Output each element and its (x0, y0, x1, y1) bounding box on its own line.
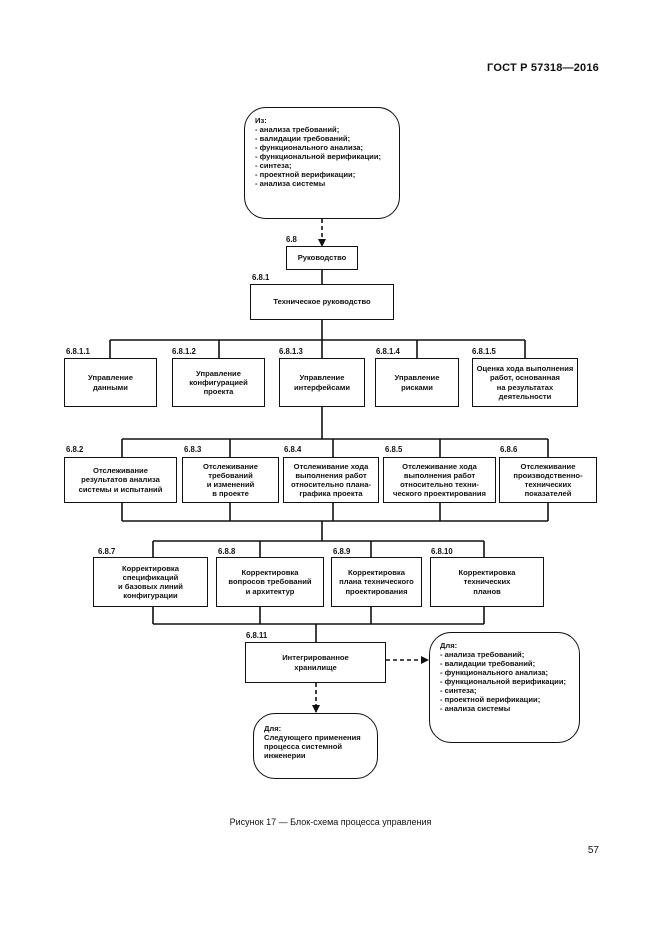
node-number: 6.8.3 (184, 445, 202, 454)
correct-technical-plans-box: Корректировка технических планов (430, 557, 544, 607)
node-number: 6.8.4 (284, 445, 302, 454)
tracking-technical-measures-box: Отслеживание производственно- технически… (499, 457, 597, 503)
next-application-box: Для: Следующего применения процесса сист… (253, 713, 378, 779)
interface-management-box: Управление интерфейсами (279, 358, 365, 407)
node-number: 6.8.7 (98, 547, 116, 556)
progress-assessment-box: Оценка хода выполнения работ, основанная… (472, 358, 578, 407)
next-line: Следующего применения (264, 733, 361, 742)
source-item: - функционального анализа; (255, 143, 364, 152)
risk-management-box: Управление рисками (375, 358, 459, 407)
node-number: 6.8.1.1 (66, 347, 90, 356)
node-number: 6.8.2 (66, 445, 84, 454)
node-number: 6.8 (286, 235, 297, 244)
target-item: - валидации требований; (440, 659, 536, 668)
node-number: 6.8.1.5 (472, 347, 496, 356)
target-item: - функциональной верификации; (440, 677, 567, 686)
next-title: Для: (264, 724, 282, 733)
node-number: 6.8.1 (252, 273, 270, 282)
configuration-management-box: Управление конфигурацией проекта (172, 358, 265, 407)
target-processes-box: Для: - анализа требований; - валидации т… (429, 632, 580, 743)
target-item: - анализа системы (440, 704, 511, 713)
target-item: - синтеза; (440, 686, 477, 695)
node-number: 6.8.6 (500, 445, 518, 454)
node-number: 6.8.8 (218, 547, 236, 556)
correct-specifications-box: Корректировка спецификаций и базовых лин… (93, 557, 208, 607)
source-item: - анализа системы (255, 179, 326, 188)
next-line: инженерии (264, 751, 306, 760)
next-line: процесса системной (264, 742, 342, 751)
correct-requirements-architecture-box: Корректировка вопросов требований и архи… (216, 557, 324, 607)
node-number: 6.8.11 (246, 631, 268, 640)
source-title: Из: (255, 116, 267, 125)
figure-caption: Рисунок 17 — Блок-схема процесса управле… (229, 817, 432, 827)
node-number: 6.8.5 (385, 445, 403, 454)
source-item: - анализа требований; (255, 125, 340, 134)
target-item: - анализа требований; (440, 650, 525, 659)
integrated-repository-box: Интегрированное хранилище (245, 642, 386, 683)
node-number: 6.8.9 (333, 547, 351, 556)
tracking-requirements-changes-box: Отслеживание требований и изменений в пр… (182, 457, 279, 503)
target-item: - проектной верификации; (440, 695, 541, 704)
node-number: 6.8.1.4 (376, 347, 400, 356)
page-number: 57 (587, 845, 599, 856)
tracking-engineering-progress-box: Отслеживание хода выполнения работ относ… (383, 457, 496, 503)
node-number: 6.8.10 (431, 547, 453, 556)
node-number: 6.8.1.2 (172, 347, 196, 356)
standard-header: ГОСТ Р 57318—2016 (487, 62, 599, 74)
management-box: Руководство (286, 246, 358, 270)
source-item: - синтеза; (255, 161, 292, 170)
source-item: - функциональной верификации; (255, 152, 382, 161)
target-title: Для: (440, 641, 458, 650)
node-number: 6.8.1.3 (279, 347, 303, 356)
source-item: - валидации требований; (255, 134, 351, 143)
tracking-schedule-progress-box: Отслеживание хода выполнения работ относ… (283, 457, 379, 503)
tracking-analysis-testing-box: Отслеживание результатов анализа системы… (64, 457, 177, 503)
technical-management-box: Техническое руководство (250, 284, 394, 320)
source-processes-box: Из: - анализа требований; - валидации тр… (244, 107, 400, 219)
data-management-box: Управление данными (64, 358, 157, 407)
target-item: - функционального анализа; (440, 668, 549, 677)
source-item: - проектной верификации; (255, 170, 356, 179)
correct-engineering-plan-box: Корректировка плана технического проекти… (331, 557, 422, 607)
